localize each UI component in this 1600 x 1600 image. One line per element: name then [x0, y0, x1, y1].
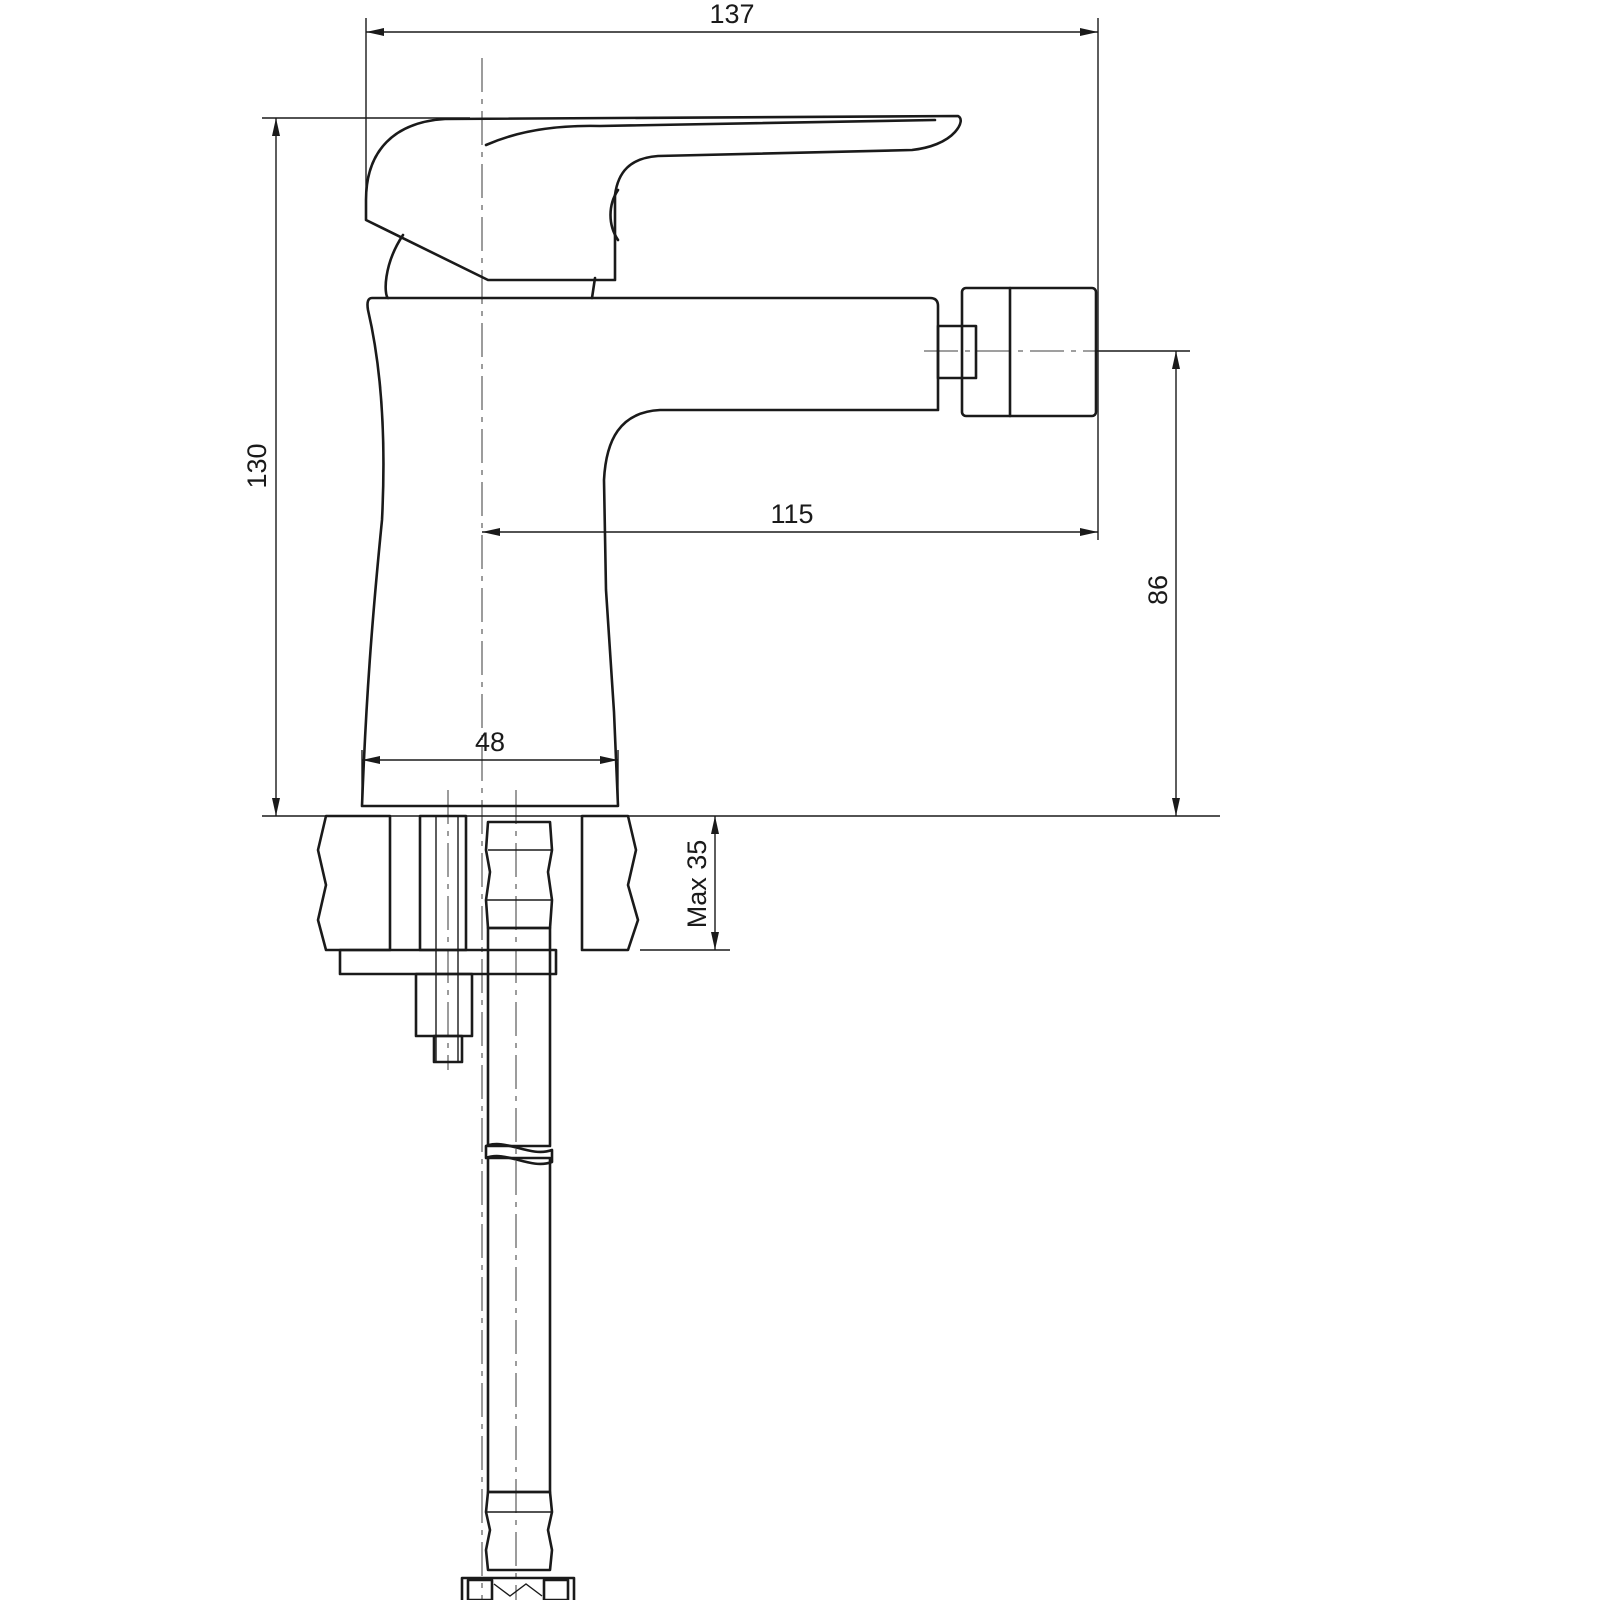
mounting-nut [414, 972, 474, 1038]
threaded-rod [432, 1034, 464, 1064]
countertop-section-right [580, 814, 640, 952]
braided-hose-upper [486, 926, 552, 1148]
braided-hose-lower [486, 1156, 552, 1494]
countertop-section-left [316, 814, 392, 952]
dimension-overall-height: 130 [242, 117, 470, 816]
dimension-label-115: 115 [770, 499, 813, 529]
dimension-label-137: 137 [709, 0, 754, 29]
mounting-hardware [338, 814, 558, 1064]
dimension-spout-height: 86 [1095, 350, 1190, 816]
union-nut [460, 1576, 576, 1600]
dimension-label-48: 48 [475, 727, 505, 757]
lever-handle [364, 114, 962, 282]
spout-connector [936, 324, 978, 380]
faucet-main-body [360, 296, 940, 808]
flexible-hose [460, 820, 576, 1600]
dimension-max-deck-thickness: Max 35 [682, 816, 719, 950]
faucet-body [360, 114, 1098, 808]
dimension-label-86: 86 [1143, 575, 1173, 605]
dimension-overall-width: 137 [365, 0, 1099, 540]
dimension-label-max-35: Max 35 [682, 840, 712, 929]
dimension-label-130: 130 [242, 443, 272, 488]
dimension-base-diameter: 48 [361, 727, 619, 806]
aerator [960, 286, 1098, 418]
dimension-spout-reach: 115 [482, 499, 1098, 536]
